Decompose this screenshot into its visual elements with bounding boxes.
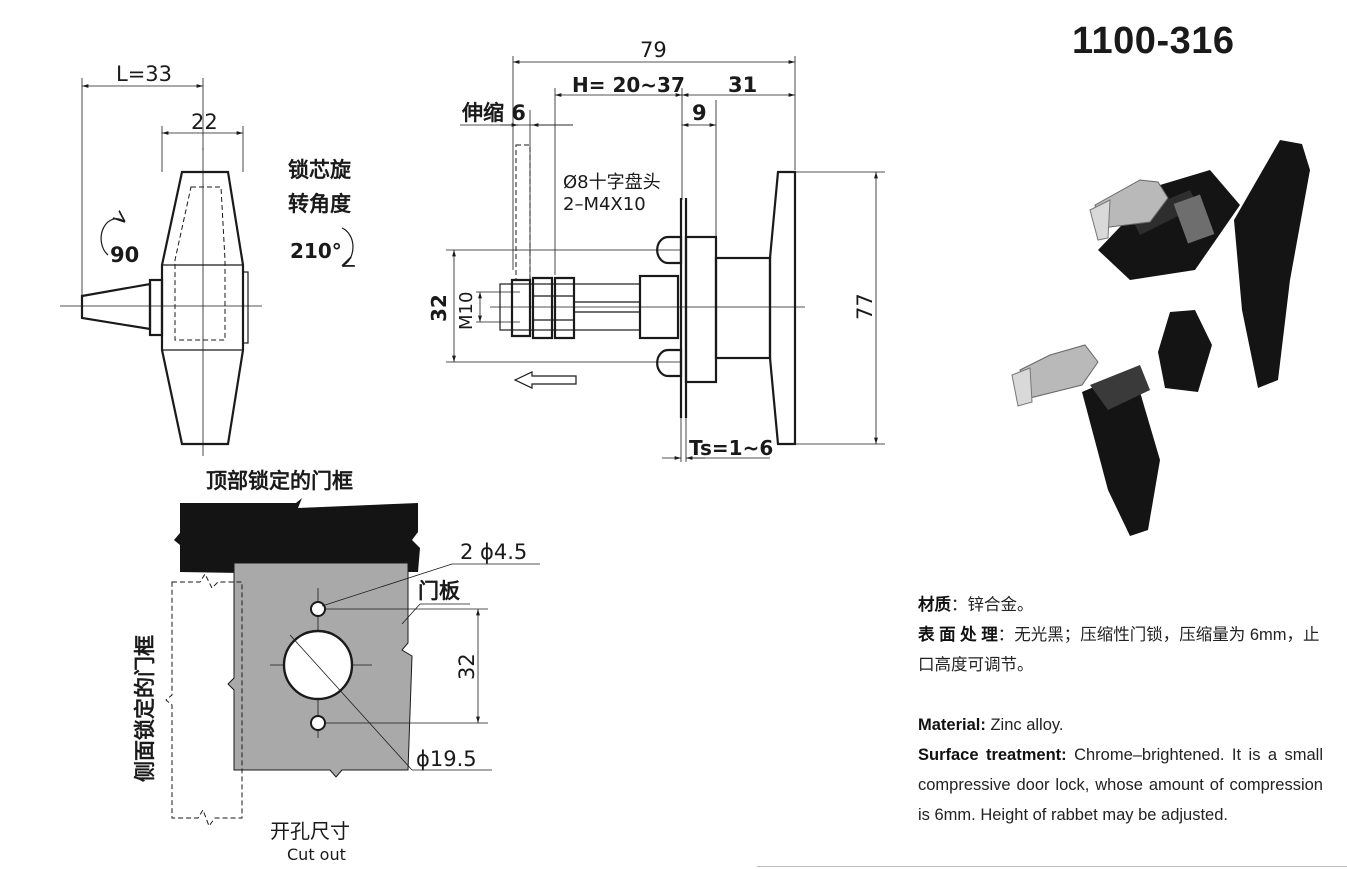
- cutout-view: 顶部锁定的门框 2 ϕ4.5 门板 32 ϕ19.5 侧面锁定的门框 开孔尺寸: [133, 469, 540, 864]
- dim-31: 31: [728, 73, 757, 97]
- door-panel-label: 门板: [418, 579, 461, 603]
- en-description: Material: Zinc alloy. Surface treatment:…: [918, 710, 1323, 830]
- en-material-label: Material:: [918, 716, 986, 734]
- en-material-value: Zinc alloy.: [985, 716, 1064, 734]
- en-surface-label: Surface treatment:: [918, 746, 1067, 764]
- lock-upper-image: [1089, 140, 1310, 388]
- left-arrow-icon: [513, 371, 577, 389]
- dim-79: 79: [640, 38, 667, 62]
- dim-32-cutout: 32: [455, 653, 479, 680]
- cutout-title-en: Cut out: [287, 845, 346, 864]
- cn-surface-value: ：无光黑；压缩性门锁，压缩量为 6mm，止口高度可调节。: [918, 626, 1320, 674]
- dim-ts: Ts=1~6: [689, 436, 773, 460]
- dim-l33: L=33: [116, 62, 172, 86]
- rot-title-1: 锁芯旋: [288, 158, 352, 182]
- cn-material-label: 材质: [918, 596, 951, 614]
- top-frame-label: 顶部锁定的门框: [206, 469, 353, 493]
- rot-title-2: 转角度: [288, 192, 351, 216]
- rot-90: 90: [110, 243, 139, 267]
- cn-surface-label: 表 面 处 理: [918, 626, 998, 644]
- dim-32-side: 32: [427, 294, 451, 322]
- cutout-title-cn: 开孔尺寸: [270, 819, 350, 843]
- dim-h: H= 20~37: [572, 73, 685, 97]
- model-number: 1100-316: [1072, 20, 1235, 62]
- screw-note-1: Ø8十字盘头: [563, 172, 661, 193]
- en-surface-value: Chrome–brightened. It is a small compres…: [918, 746, 1323, 824]
- cn-material-value: ：锌合金。: [951, 596, 1034, 614]
- side-view: 79 H= 20~37 31 伸缩 6 9 Ø8十字盘头 2–M4X10 32 …: [427, 38, 885, 462]
- lock-lower-image: [1011, 310, 1212, 536]
- dim-22: 22: [191, 110, 218, 134]
- dim-stretch: 伸缩 6: [461, 101, 526, 125]
- cn-description: 材质：锌合金。 表 面 处 理：无光黑；压缩性门锁，压缩量为 6mm，止口高度可…: [918, 590, 1323, 680]
- screw-note-2: 2–M4X10: [563, 194, 646, 215]
- hole-big-label: ϕ19.5: [416, 747, 477, 771]
- front-view: L=33 22 90 锁芯旋 转角度 210°: [60, 62, 353, 456]
- product-photo: [1011, 140, 1310, 536]
- dim-m10: M10: [456, 292, 477, 330]
- dim-9: 9: [692, 101, 707, 125]
- dim-77: 77: [853, 293, 877, 320]
- hole-small-label: 2 ϕ4.5: [460, 540, 527, 564]
- divider: [757, 866, 1347, 867]
- rot-210: 210°: [290, 239, 342, 263]
- side-frame-label: 侧面锁定的门框: [133, 635, 157, 782]
